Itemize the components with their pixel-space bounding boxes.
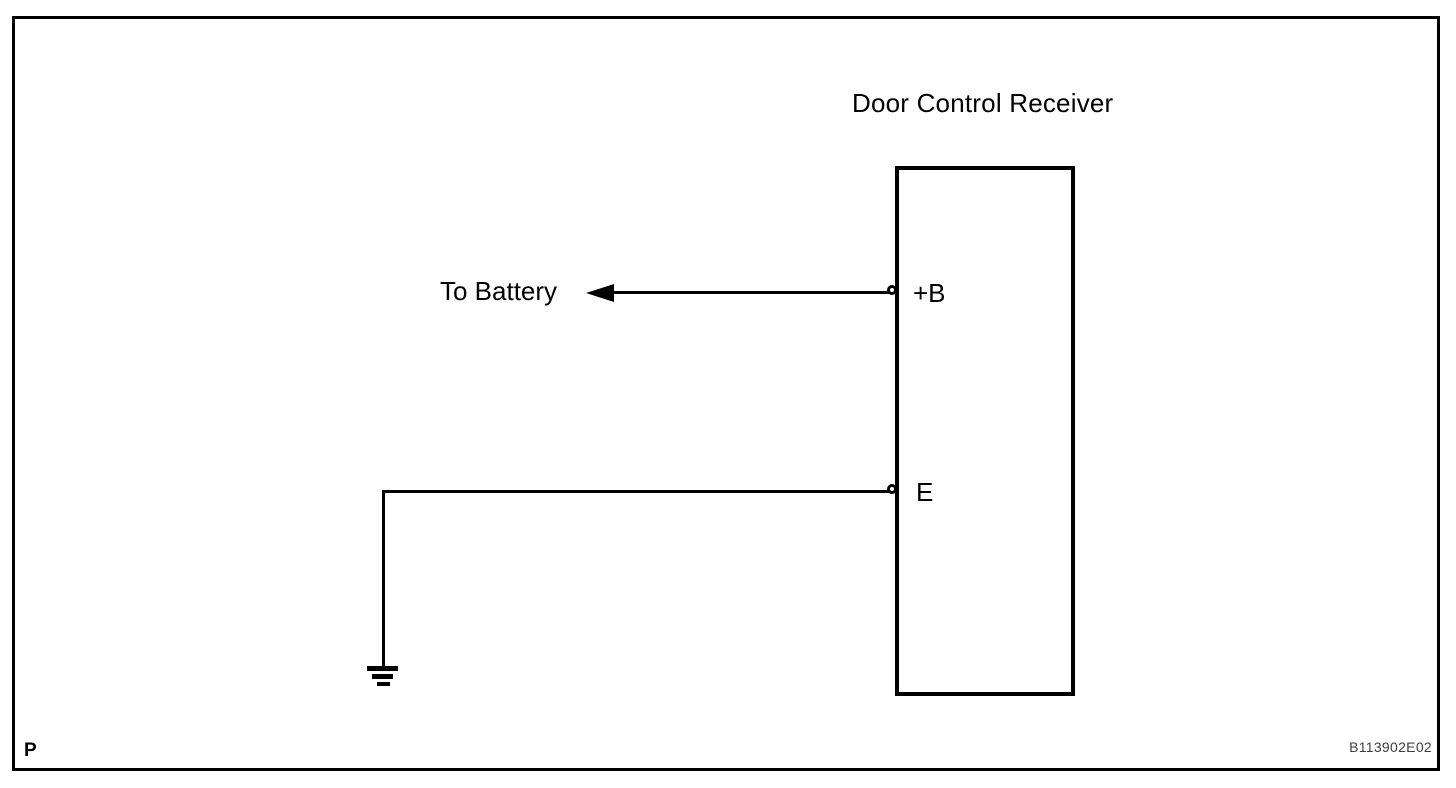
ground-bar-middle <box>372 674 393 679</box>
diagram-border <box>12 16 1440 771</box>
arrow-left-icon <box>586 284 614 302</box>
battery-wire <box>608 291 890 294</box>
ground-wire-vertical <box>382 490 385 670</box>
ground-wire-horizontal <box>382 490 890 493</box>
terminal-b-label: +B <box>913 278 946 308</box>
terminal-e-circle <box>887 484 897 494</box>
component-title: Door Control Receiver <box>852 88 1114 118</box>
page-marker: P <box>24 740 37 761</box>
to-battery-label: To Battery <box>440 276 558 306</box>
terminal-e-label: E <box>916 477 934 507</box>
figure-code: B113902E02 <box>1349 739 1432 755</box>
door-control-receiver-box <box>895 166 1075 696</box>
ground-bar-bottom <box>377 682 390 686</box>
ground-bar-top <box>367 666 398 671</box>
terminal-b-circle <box>887 285 897 295</box>
